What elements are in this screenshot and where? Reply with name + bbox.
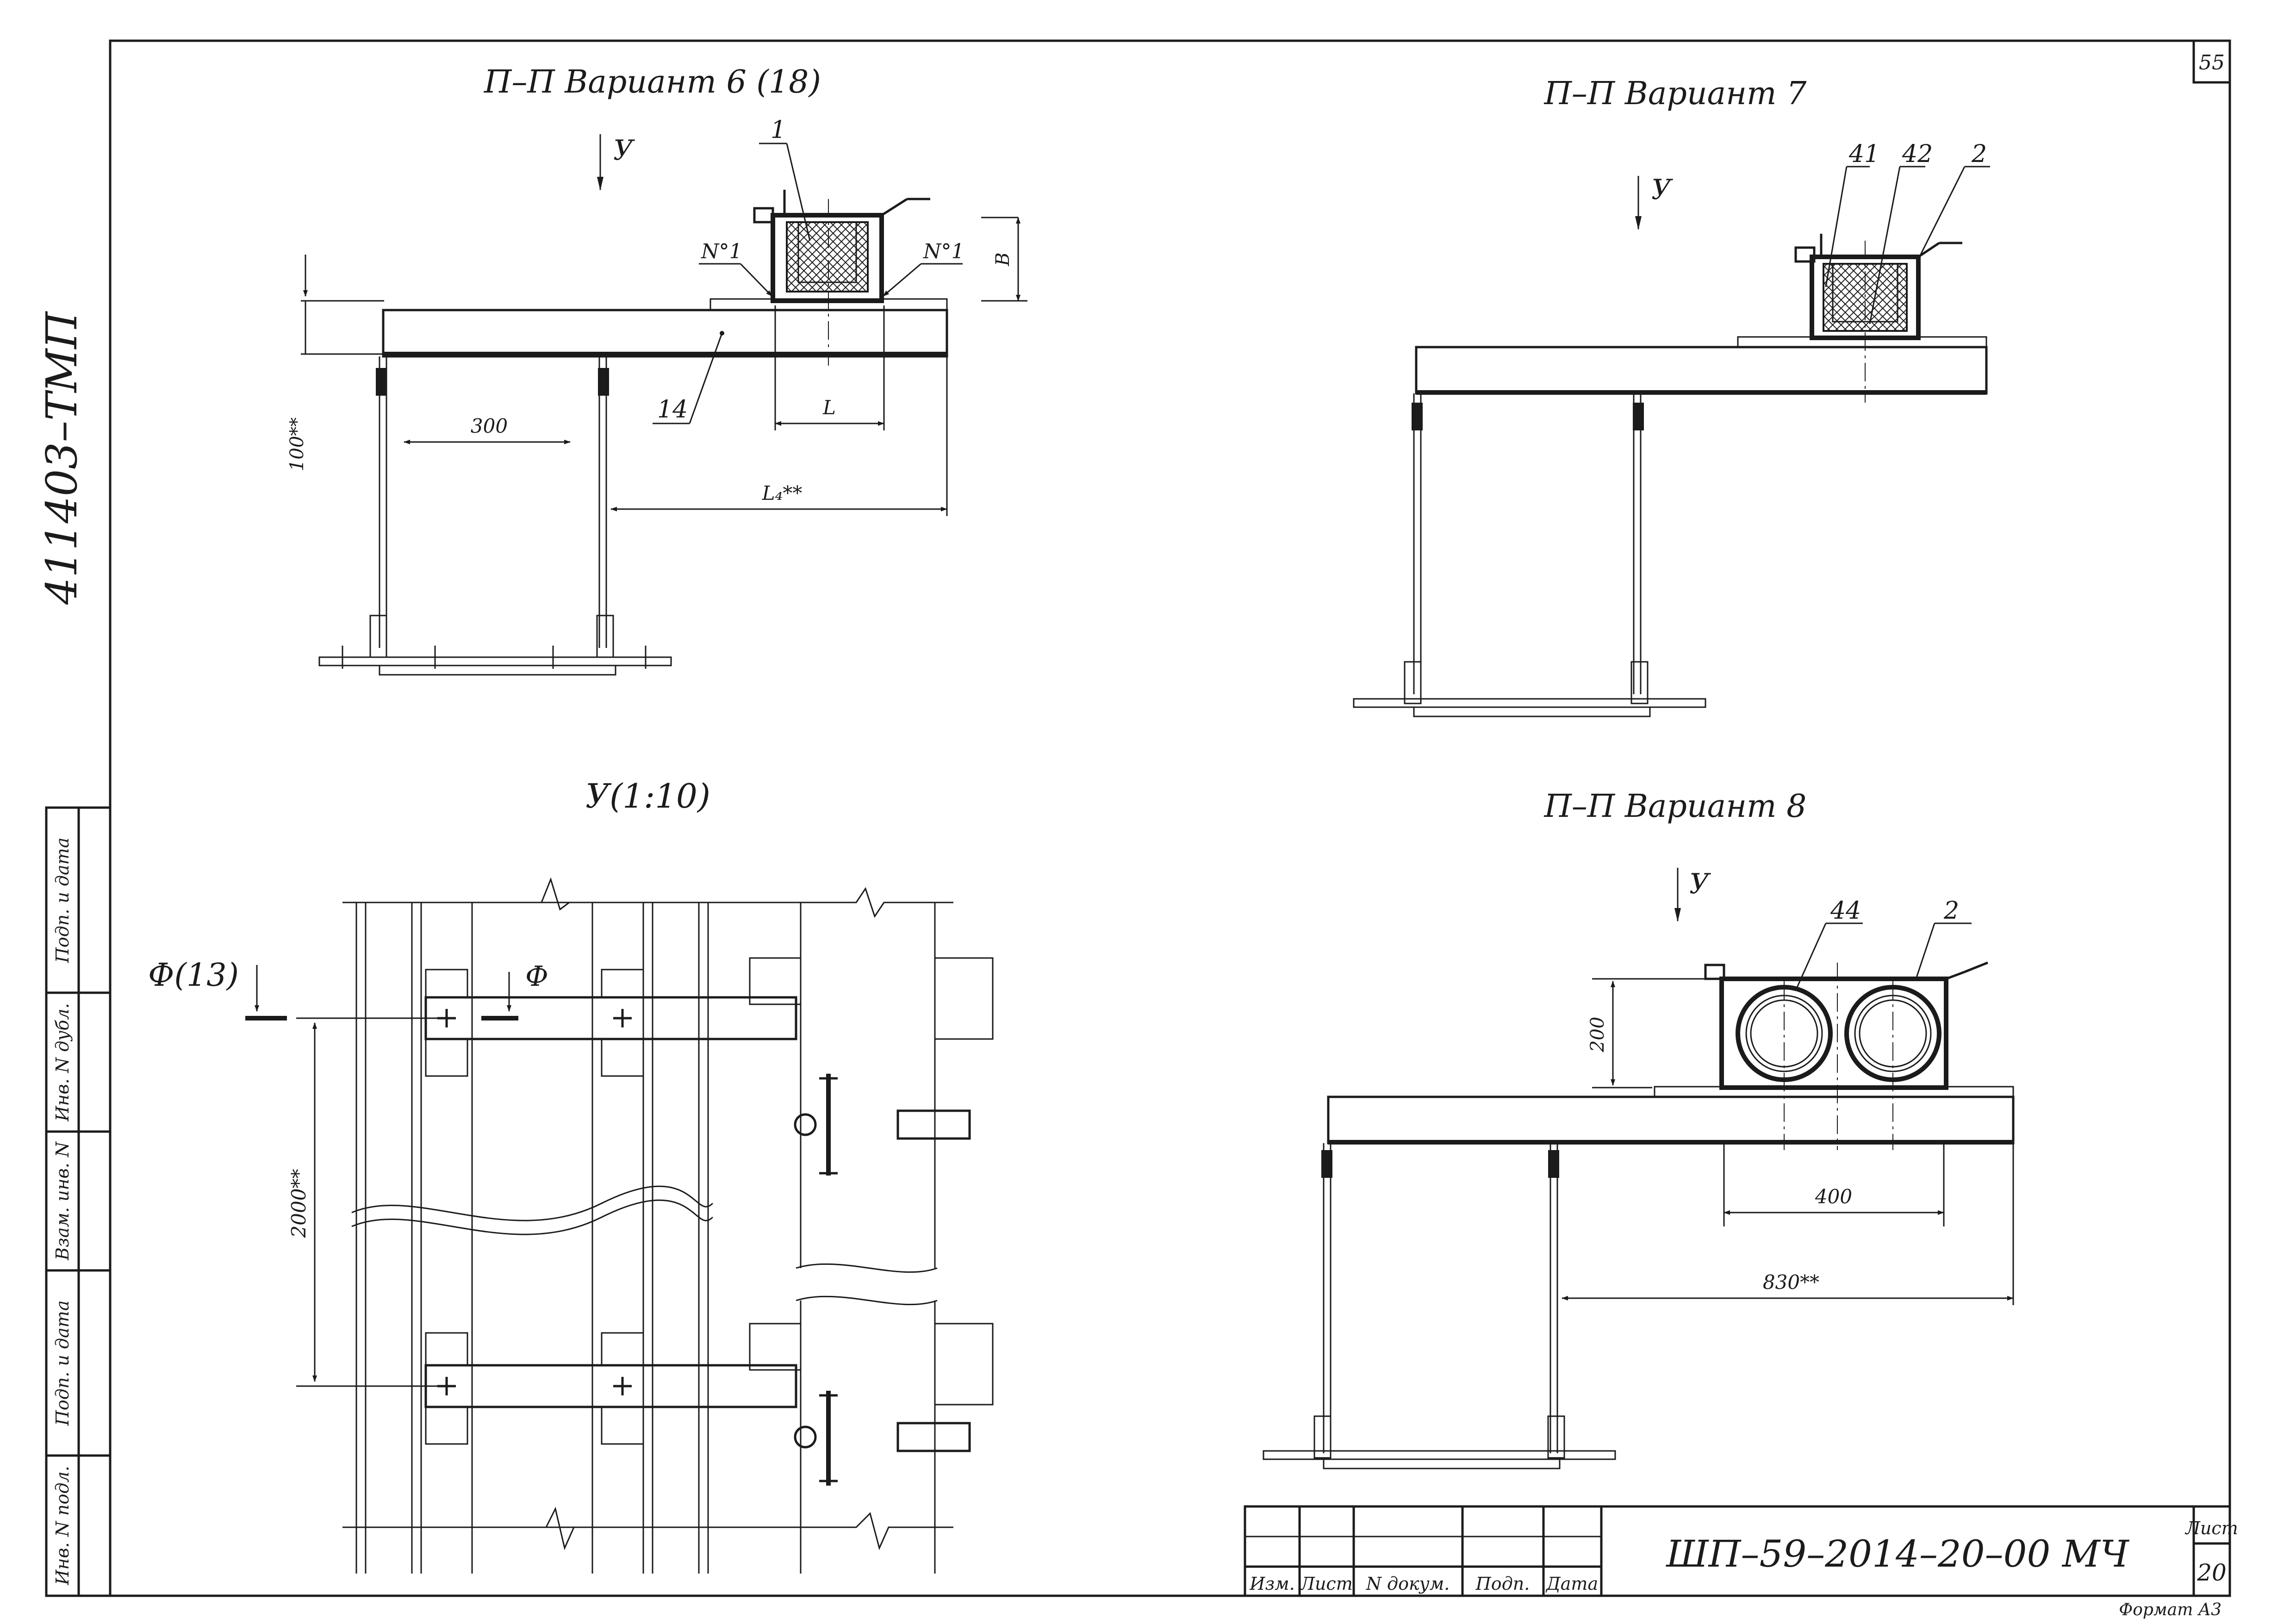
view-6-part-14: 14 [657, 396, 688, 423]
frame: 55 [109, 39, 2231, 1597]
stamp-sign-date-2: Подп. и дата [52, 1300, 73, 1426]
view-7-part-41: 41 [1848, 140, 1879, 168]
view-variant-7: П–П Вариант 7 У [1353, 75, 1990, 717]
stamp-orig-inv: Инв. N подл. [52, 1466, 73, 1585]
tb-sheet-label: Лист [2184, 1518, 2238, 1538]
view-6-dim-b: B [992, 252, 1014, 266]
view-6-dim-100: 100** [286, 417, 308, 471]
format-label: Формат А3 [2119, 1600, 2221, 1619]
view-8-pipe-box [1704, 961, 1988, 1090]
view-y-plan: У(1:10) [148, 777, 994, 1574]
view-6-leaders: 1 N°1 N°1 14 [653, 116, 964, 424]
tb-header-sheet: Лист [1299, 1574, 1353, 1594]
view-variant-8: П–П Вариант 8 У [1263, 788, 2015, 1469]
view-6-dimensions: 100** 300 L L₄** B [286, 217, 1027, 516]
view-8-dimensions: 200 400 830** [1562, 978, 2014, 1305]
view-6-dim-300: 300 [471, 415, 508, 437]
view-y-dim-2000: 2000** [287, 1169, 310, 1238]
view-7-title: П–П Вариант 7 [1543, 75, 1807, 112]
view-y-title: У(1:10) [585, 777, 710, 815]
view-y-crossbeams [424, 969, 797, 1445]
stamp-dup-inv: Инв. N дубл. [52, 1003, 73, 1121]
tb-header-doc: N докум. [1366, 1574, 1450, 1594]
view-8-title: П–П Вариант 8 [1543, 788, 1807, 825]
view-7-part-2: 2 [1971, 140, 1987, 168]
view-y-rails [351, 877, 714, 1574]
view-7-columns [1353, 393, 1706, 717]
tb-header-sign: Подп. [1475, 1574, 1530, 1594]
tb-sheet-number: 20 [2196, 1559, 2227, 1586]
view-7-leaders: 41 42 2 [1825, 140, 1990, 324]
page-number: 55 [2199, 51, 2225, 75]
view-6-weld-left: N°1 [701, 240, 742, 263]
view-6-columns [318, 356, 672, 676]
view-variant-6: П–П Вариант 6 (18) У [286, 64, 1027, 676]
side-stamp: Подп. и дата Инв. N дубл. Взам. инв. N П… [45, 806, 112, 1597]
tb-header-change: Изм. [1249, 1574, 1294, 1594]
view-y-section-left: Ф(13) [148, 957, 239, 994]
view-6-dim-l: L [822, 396, 836, 419]
view-6-beam [382, 309, 948, 358]
view-y-section-right: Ф [525, 960, 548, 993]
view-8-dim-200: 200 [1587, 1017, 1608, 1052]
view-8-dim-400: 400 [1815, 1185, 1852, 1208]
vertical-code: 411403–ТМП [37, 311, 87, 605]
tb-designation: ШП–59–2014–20–00 МЧ [1665, 1532, 2129, 1575]
view-y-dimension-2000: 2000** [287, 1017, 440, 1387]
page-number-box [2192, 39, 2231, 84]
tb-header-date: Дата [1545, 1574, 1598, 1594]
stamp-sign-date-1: Подп. и дата [52, 838, 73, 964]
view-7-part-42: 42 [1902, 140, 1933, 168]
view-8-columns [1263, 1143, 1616, 1469]
view-7-arrow-label: У [1651, 174, 1673, 206]
view-8-dim-830: 830** [1763, 1271, 1819, 1294]
view-7-pipe-box [1794, 234, 1962, 340]
view-6-dim-l4: L₄** [762, 482, 803, 504]
view-8-arrow-label: У [1689, 868, 1711, 900]
view-8-beam [1327, 1095, 2015, 1145]
view-6-arrow-label: У [613, 134, 635, 167]
stamp-replace-inv: Взам. инв. N [52, 1141, 73, 1261]
view-6-part-1: 1 [771, 116, 786, 144]
view-8-leaders: 44 2 [1795, 897, 1972, 991]
view-6-pipe-box [753, 190, 930, 303]
title-block: Изм. Лист N докум. Подп. Дата ШП–59–2014… [1244, 1505, 2238, 1597]
view-y-section-marks: Ф(13) Ф [148, 957, 548, 1020]
view-8-part-44: 44 [1830, 897, 1861, 925]
view-6-weld-right: N°1 [923, 240, 964, 263]
view-7-beam [1415, 346, 1988, 395]
view-y-main-beam [749, 887, 994, 1574]
view-6-title: П–П Вариант 6 (18) [483, 64, 821, 100]
view-8-part-2: 2 [1943, 897, 1959, 925]
